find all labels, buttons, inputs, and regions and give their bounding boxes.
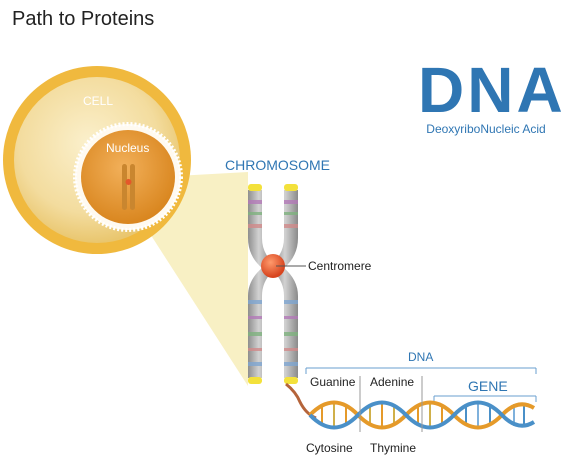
chromosome (248, 184, 298, 384)
cell-label: CELL (83, 94, 113, 108)
gene-label: GENE (468, 378, 508, 394)
dna-logo-subtitle: DeoxyriboNucleic Acid (426, 122, 546, 136)
page-title: Path to Proteins (12, 8, 155, 30)
dna-label: DNA (408, 350, 433, 364)
centromere-label: Centromere (308, 259, 372, 273)
centromere (261, 254, 285, 278)
telomere-top-right (284, 184, 298, 191)
zoom-cone (140, 172, 248, 386)
dna-helix (285, 382, 536, 430)
nucleus-body (81, 130, 175, 224)
dna-logo-text: DNA (418, 54, 563, 126)
chromatid-lower-right (274, 268, 298, 378)
dna-logo: DNA DeoxyriboNucleic Acid (418, 54, 563, 136)
dna-strand-a (308, 400, 536, 430)
chromosome-bands (248, 200, 298, 366)
telomere-bottom-right (284, 377, 298, 384)
nucleus: Nucleus (73, 122, 183, 232)
mini-chromosome-right (130, 164, 135, 210)
mini-chromosome-left (122, 164, 127, 210)
chromatid-upper-right (274, 190, 298, 268)
nucleus-label: Nucleus (106, 141, 149, 155)
chromatid-lower-left (248, 268, 272, 378)
telomere-bottom-left (248, 377, 262, 384)
adenine-label: Adenine (370, 375, 414, 389)
thymine-label: Thymine (370, 441, 416, 455)
dna-bracket: DNA (305, 350, 537, 374)
guanine-label: Guanine (310, 375, 356, 389)
nucleotide-labels: Guanine Adenine Cytosine Thymine (306, 375, 423, 455)
chromosome-label: CHROMOSOME (225, 157, 330, 173)
mini-centromere (125, 179, 132, 185)
telomere-top-left (248, 184, 262, 191)
cytosine-label: Cytosine (306, 441, 353, 455)
gene-bracket: GENE (433, 378, 537, 402)
chromatid-upper-left (248, 190, 272, 268)
dna-strand-b (308, 400, 536, 430)
